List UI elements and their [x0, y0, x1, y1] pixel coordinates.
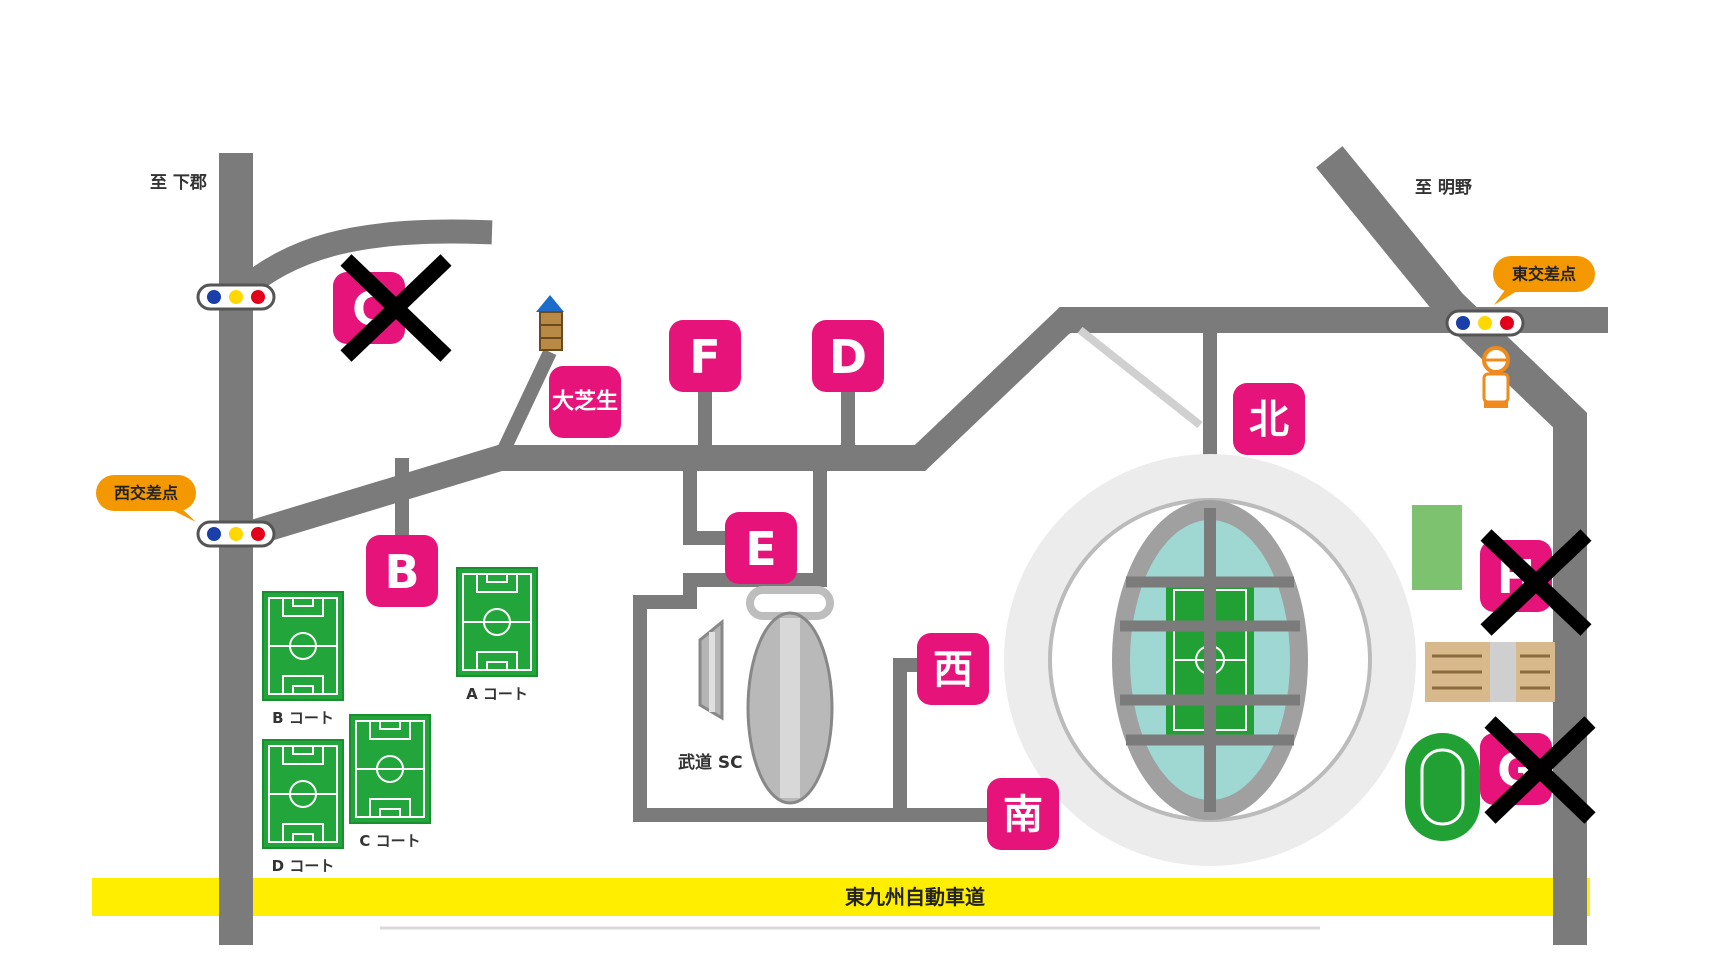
gate-f[interactable]: F: [669, 320, 741, 392]
svg-text:北: 北: [1249, 397, 1289, 443]
svg-text:西: 西: [933, 647, 973, 693]
road-network: [219, 146, 1608, 945]
highway-label: 東九州自動車道: [845, 885, 985, 909]
svg-text:南: 南: [1003, 792, 1043, 838]
svg-text:B コート: B コート: [272, 709, 334, 727]
svg-text:A コート: A コート: [466, 685, 528, 703]
traffic-light-icon: [1445, 309, 1525, 337]
gate-south[interactable]: 南: [987, 778, 1059, 850]
cross-icon: [1480, 529, 1592, 636]
court-d: D コート: [262, 739, 344, 875]
svg-text:E: E: [745, 522, 776, 576]
gate-west[interactable]: 西: [917, 633, 989, 705]
cross-icon: [1484, 716, 1596, 824]
gate-north[interactable]: 北: [1233, 383, 1305, 455]
court-c: C コート: [349, 714, 431, 850]
east-building: [1425, 642, 1555, 702]
to-shimogori-label: 至 下郡: [150, 173, 207, 193]
budo-sc-label: 武道 SC: [678, 752, 743, 773]
gate-h-closed: H: [1480, 529, 1592, 636]
svg-text:F: F: [689, 330, 720, 384]
svg-text:東交差点: 東交差点: [1512, 265, 1576, 284]
highway-band: [92, 878, 1590, 916]
main-stadium: [1004, 454, 1416, 866]
court-a: A コート: [456, 567, 538, 703]
police-box-icon: [1482, 346, 1510, 408]
east-intersection-bubble: 東交差点: [1493, 256, 1595, 305]
traffic-light-icon: [196, 520, 276, 548]
gate-b[interactable]: B: [366, 535, 438, 607]
svg-text:大芝生: 大芝生: [552, 389, 618, 415]
cross-icon: [340, 254, 452, 362]
east-green-field: [1412, 505, 1462, 590]
traffic-light-icon: [196, 283, 276, 311]
svg-text:D: D: [829, 330, 867, 384]
court-b: B コート: [262, 591, 344, 727]
gate-c-closed: C: [333, 254, 452, 362]
gate-e[interactable]: E: [725, 512, 797, 584]
svg-text:B: B: [384, 545, 419, 599]
budo-sports-center: 武道 SC: [678, 586, 834, 805]
svg-text:C コート: C コート: [359, 832, 420, 850]
west-intersection-bubble: 西交差点: [96, 475, 196, 522]
gate-oshibafu[interactable]: 大芝生: [549, 366, 621, 438]
gate-d[interactable]: D: [812, 320, 884, 392]
east-track: [1405, 733, 1480, 841]
gate-g-closed: G: [1480, 716, 1596, 824]
svg-text:西交差点: 西交差点: [114, 484, 178, 503]
to-meino-label: 至 明野: [1415, 178, 1472, 198]
tower-icon: [536, 295, 564, 351]
svg-text:D コート: D コート: [272, 857, 335, 875]
